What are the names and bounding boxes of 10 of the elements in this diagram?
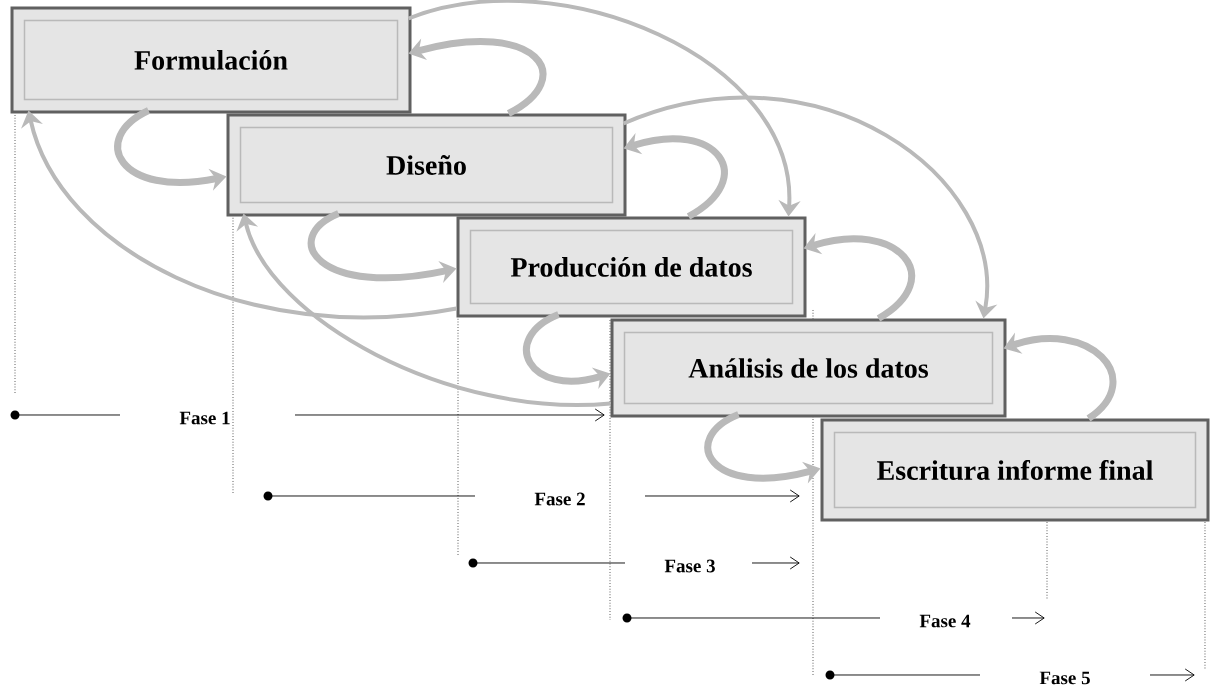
phase-label: Fase 3 [664,559,715,573]
process-box: Diseño [226,113,627,217]
process-box: Formulación [10,6,412,114]
phase-label: Fase 2 [534,492,585,506]
process-box: Escritura informe final [820,418,1210,522]
phase-label: Fase 5 [1039,671,1090,685]
phase-label: Fase 4 [919,614,971,628]
process-box: Análisis de los datos [610,318,1007,418]
process-box: Producción de datos [456,216,807,318]
phase-label: Fase 1 [179,411,230,425]
